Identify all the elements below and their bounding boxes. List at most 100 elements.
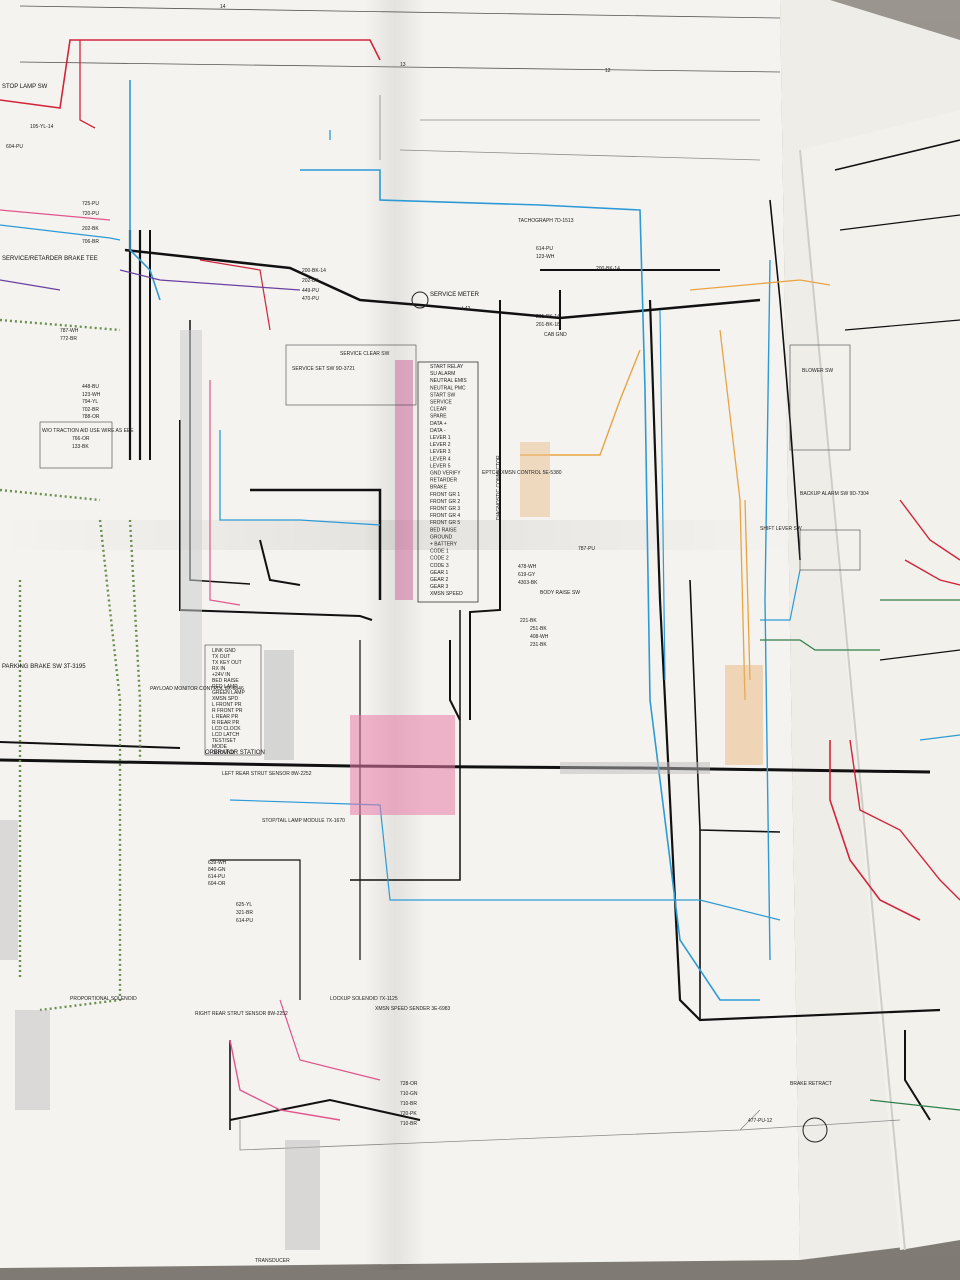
orange-wire-4	[744, 499, 751, 681]
red-wire-4	[849, 739, 960, 901]
eptc-pin-label: RETARDER	[430, 478, 458, 484]
wire-tag: 448-BU	[82, 384, 99, 390]
wire-tag: 231-BK	[530, 642, 547, 648]
wire-tag: 200-BK-14	[302, 268, 326, 274]
eptc-pin-label: XMSN SPEED	[430, 591, 463, 597]
right-page-trunk	[769, 199, 801, 561]
harness-orange-block	[725, 665, 763, 765]
connectors	[0, 291, 861, 1250]
payload-pin-label: TX OUT	[212, 654, 230, 660]
label-diagnostic-connector: DIAGNOSTIC CONNECTOR	[496, 455, 502, 520]
grey-wire-5	[739, 1119, 901, 1131]
wire-tag: 4303-BK	[518, 580, 538, 586]
payload-pin-label: LINK GND	[212, 648, 236, 654]
eptc-pin-label: LEVER 1	[430, 435, 451, 441]
eptc-pin-label: CODE 1	[430, 549, 449, 555]
label-xmsn-speed-sender: XMSN SPEED SENDER 3E-6983	[375, 1006, 451, 1012]
label-body-raise-switch: BODY RAISE SW	[540, 590, 580, 596]
wire-tag: 408-WH	[530, 634, 549, 640]
eptc-pin-label: LEVER 3	[430, 449, 451, 455]
flap-trunk-2	[839, 214, 960, 231]
blue-wire-5	[219, 430, 381, 526]
eptc-pin-label: CLEAR	[430, 407, 447, 413]
service-meter-symbol	[411, 291, 429, 309]
label-service-clear-switch: SERVICE CLEAR SW	[340, 351, 390, 357]
orange-wire-1	[520, 349, 641, 456]
payload-pin-label: LCD CLOCK	[212, 726, 241, 732]
eptc-pin-label: FRONT GR 3	[430, 506, 460, 512]
eptc-pin-label: GEAR 2	[430, 577, 449, 583]
wire-harness	[0, 39, 960, 1151]
wire-tag: 200-BK-14	[596, 266, 620, 272]
payload-pin-label: R FRONT PR	[212, 708, 243, 714]
traction-aid-box	[39, 421, 113, 469]
center-vertical-2	[350, 610, 461, 881]
blue-wire-9	[919, 734, 960, 741]
wire-tag: 221-BK	[520, 618, 537, 624]
eptc-pin-label: START SW	[430, 392, 456, 398]
eptc-pin-label: GROUND	[430, 534, 453, 540]
label-blower-switch: BLOWER SW	[802, 368, 833, 374]
flap-top-trunk	[834, 139, 960, 171]
service-switch-box	[285, 344, 417, 406]
payload-loop	[449, 640, 461, 721]
wire-tag: 478-WH	[518, 564, 537, 570]
eptc-pin-label: BRAKE	[430, 485, 448, 491]
eptc-pin-label: SU ALARM	[430, 371, 455, 377]
red-wire-5	[899, 499, 960, 561]
harness-pink-block	[350, 715, 455, 815]
payload-pin-label: L FRONT PR	[212, 702, 242, 708]
eptc-pin-label: FRONT GR 5	[430, 520, 460, 526]
left-vertical-connector	[180, 330, 202, 690]
wire-tag-labels: 105-YL-14604-PU725-PU202-BK720-PU706-BR7…	[6, 124, 772, 1127]
dotted-green-wires	[0, 318, 142, 1012]
label-proportional-solenoid: PROPORTIONAL SOLENOID	[70, 996, 137, 1002]
brake-retract-symbol	[802, 1117, 828, 1143]
label-eptc-ii-control: EPTC-II XMSN CONTROL 5E-5380	[482, 470, 562, 476]
component-labels: STOP LAMP SW SERVICE/RETARDER BRAKE TEE …	[2, 84, 869, 1264]
payload-pin-label: RX IN	[212, 666, 226, 672]
red-wire-3	[829, 740, 921, 921]
pink-wire-2	[209, 380, 241, 606]
eptc-pin-label: GEAR 3	[430, 584, 449, 590]
wire-tag: 123-WH	[82, 392, 101, 398]
eptc-pin-label: LEVER 4	[430, 456, 451, 462]
eptc-pin-label: GEAR 1	[430, 570, 449, 576]
blue-wire-7	[764, 259, 771, 961]
payload-connector	[264, 650, 294, 760]
eptc-pin-label: SPARE	[430, 414, 447, 420]
wire-tag: 477-PU-12	[748, 1118, 772, 1124]
wire-tag: 619-GY	[518, 572, 536, 578]
label-service-meter: SERVICE METER	[430, 292, 480, 298]
eptc-control-box	[417, 361, 479, 603]
wire-tag: 201-BK-14	[536, 314, 560, 320]
sheet-edge	[799, 149, 906, 1251]
wire-tag: 321-BR	[236, 910, 253, 916]
diagnostic-connector-block	[520, 442, 550, 517]
zone-number-13: 13	[400, 62, 406, 68]
red-wire-6	[904, 559, 960, 586]
label-service-set-switch: SERVICE SET SW 9D-3721	[292, 366, 355, 372]
eptc-pin-label: + BATTERY	[430, 542, 458, 548]
zone-number-12: 12	[605, 68, 611, 74]
wire-tag: 788-OR	[82, 414, 100, 420]
wire-tag: 604-OR	[208, 881, 226, 887]
payload-pin-label: XMSN SPD	[212, 696, 239, 702]
blue-wire-2	[0, 224, 121, 241]
wire-tag: 772-BR	[60, 336, 77, 342]
transducer-connector	[285, 1140, 320, 1250]
wire-tag: 840-GN	[208, 867, 226, 873]
wire-tag: 720-PU	[82, 211, 99, 217]
eptc-pin-label: NEUTRAL PMC	[430, 385, 466, 391]
wire-tag: 787-WH	[60, 328, 79, 334]
eptc-pin-label: FRONT GR 4	[430, 513, 460, 519]
wire-tag: 202-BK	[82, 226, 99, 232]
payload-pin-label: GREEN LAMP	[212, 690, 245, 696]
orange-wire-2	[689, 279, 831, 291]
sw-loop	[259, 539, 301, 586]
wire-tag: L42	[462, 306, 471, 312]
label-payload-monitor-control: PAYLOAD MONITOR CONTROL 8X-6846	[150, 686, 244, 692]
